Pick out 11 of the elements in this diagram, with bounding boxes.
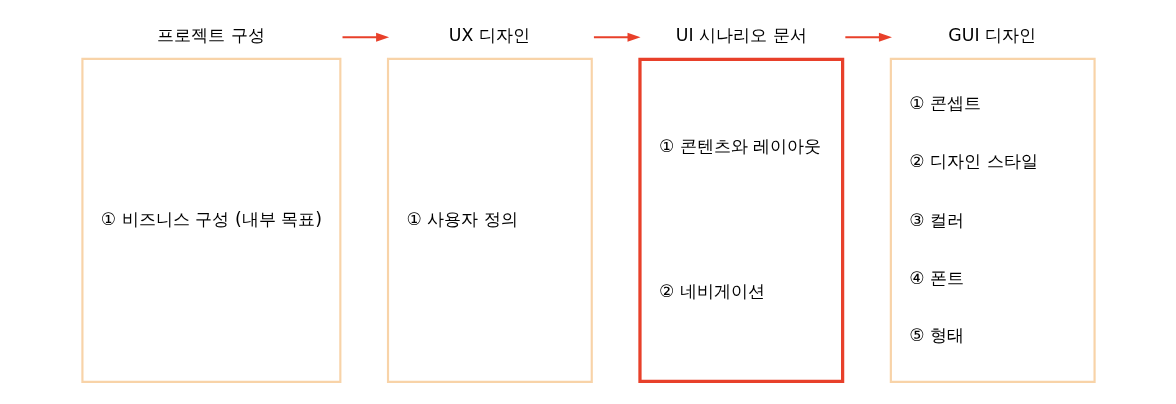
arrow [342, 32, 389, 42]
node-label: GUI 디자인 [947, 25, 1036, 46]
arrow [593, 32, 641, 42]
node-label: 프로젝트 구성 [156, 25, 265, 46]
node-box: ① 콘셉트 ② 디자인 스타일 ③ 컬러 ④ 폰트 ⑤ 형태 [889, 57, 1096, 383]
node-box: ① 비즈니스 구성 (내부 목표) [80, 57, 341, 383]
node-label: UI 시나리오 문서 [675, 25, 807, 46]
node-box: ① 사용자 정의 [386, 57, 593, 383]
node-label: UX 디자인 [448, 25, 530, 46]
arrow [844, 32, 892, 42]
node-box: ① 콘텐츠와 레이아웃 ② 네비게이션 [637, 57, 844, 383]
